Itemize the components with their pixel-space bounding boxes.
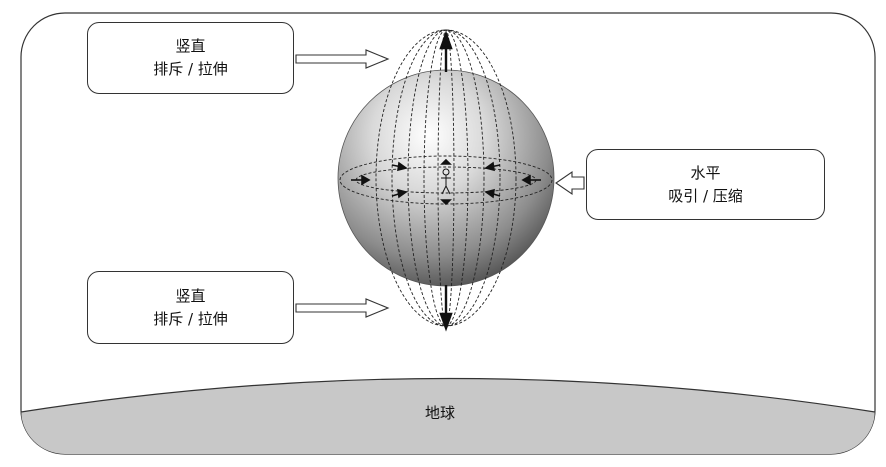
box-top-line2: 排斥 / 拉伸 <box>153 60 228 78</box>
horizontal-compression-arrows <box>351 158 541 206</box>
person-icon <box>441 168 451 195</box>
earth-label: 地球 <box>424 404 455 422</box>
box-bottom-line2: 排斥 / 拉伸 <box>153 309 228 328</box>
box-right-line1: 水平 <box>690 163 721 182</box>
box-top-line1: 竖直 <box>175 37 206 55</box>
pointer-arrows <box>295 49 585 318</box>
horizontal-attraction-label: 水平 吸引 / 压缩 <box>586 149 825 220</box>
top-pointer-arrow <box>295 49 390 69</box>
vertical-repulsion-label-bottom: 竖直 排斥 / 拉伸 <box>87 271 294 344</box>
bottom-pointer-arrow <box>295 298 390 318</box>
earth-surface <box>21 377 875 454</box>
vertical-stretch-arrows <box>439 30 453 332</box>
box-right-line2: 吸引 / 压缩 <box>668 186 743 205</box>
right-pointer-arrow <box>555 170 585 196</box>
vertical-repulsion-label-top: 竖直 排斥 / 拉伸 <box>87 22 294 94</box>
box-bottom-line1: 竖直 <box>175 286 206 305</box>
